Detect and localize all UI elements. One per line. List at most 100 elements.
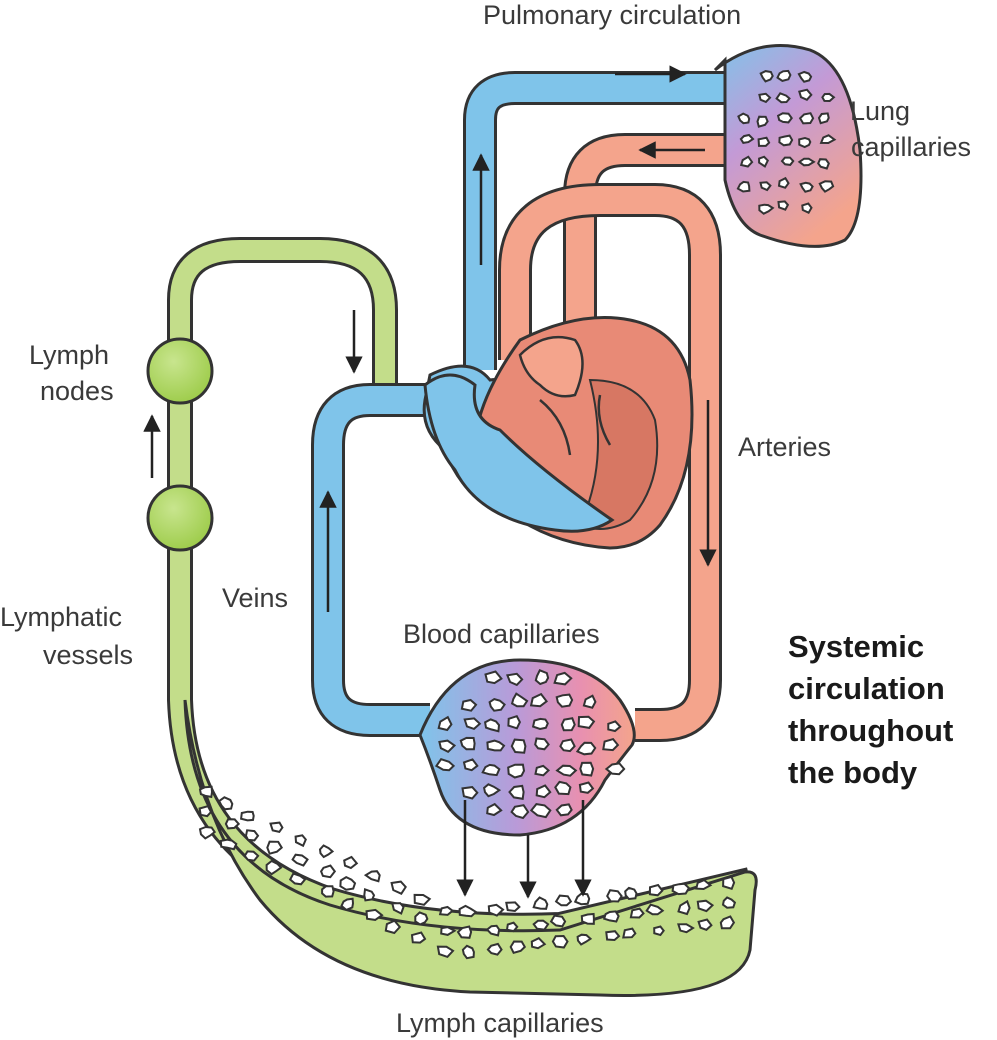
capillary-gap xyxy=(629,907,645,919)
capillary-gap xyxy=(737,112,751,125)
capillary-gap xyxy=(759,70,774,83)
heart-blue-chamber xyxy=(423,373,615,533)
capillary-gap xyxy=(291,853,309,867)
capillary-gap xyxy=(553,671,573,686)
capillary-gap xyxy=(758,92,772,104)
heart xyxy=(422,316,694,550)
capillary-gap xyxy=(463,717,482,731)
capillary-gap xyxy=(532,919,550,931)
capillary-gap xyxy=(529,803,552,819)
capillary-gap xyxy=(758,155,770,168)
capillary-gap xyxy=(645,903,665,916)
capillary-gap xyxy=(485,924,501,937)
capillary-gap xyxy=(413,893,432,906)
label-lymph-nodes-2: nodes xyxy=(40,376,114,406)
capillary-gap xyxy=(776,69,792,82)
capillary-gap xyxy=(777,176,790,189)
capillary-gap xyxy=(507,763,526,779)
capillary-gap xyxy=(534,737,550,751)
capillary-gap xyxy=(486,942,503,956)
capillary-gap xyxy=(384,919,402,935)
capillary-gap xyxy=(339,875,357,891)
capillary-gap xyxy=(505,901,521,913)
capillary-gap xyxy=(778,134,794,147)
capillary-gap xyxy=(580,912,595,925)
capillary-gap xyxy=(391,902,405,915)
capillary-gap xyxy=(817,158,830,170)
capillary-gap xyxy=(696,899,715,913)
label-systemic-2: circulation xyxy=(788,671,945,706)
capillary-gap xyxy=(758,203,775,215)
capillary-gap xyxy=(797,157,816,167)
capillary-gap xyxy=(243,850,260,862)
label-lymph-nodes-1: Lymph xyxy=(29,340,109,370)
capillary-gap xyxy=(505,921,519,933)
capillary-gap xyxy=(440,926,457,936)
capillary-gap xyxy=(554,894,573,907)
lymphatic-vessel-main xyxy=(167,380,753,939)
label-blood-capillaries: Blood capillaries xyxy=(403,619,600,649)
capillary-gap xyxy=(582,694,597,709)
flow-arrows xyxy=(143,65,717,899)
capillary-gap xyxy=(798,112,815,125)
capillary-gap xyxy=(555,803,573,817)
capillary-gap xyxy=(321,885,335,898)
capillary-gap xyxy=(607,720,622,733)
capillary-gap xyxy=(509,940,527,954)
capillary-gap xyxy=(697,918,713,931)
capillary-gap xyxy=(458,904,478,918)
capillary-gap xyxy=(798,88,813,102)
capillary-gap xyxy=(224,818,241,830)
blood-capillary-bed xyxy=(418,658,636,837)
capillary-gap xyxy=(410,931,427,944)
lung-capillary-mesh xyxy=(736,69,837,215)
capillary-gap xyxy=(318,844,335,859)
capillary-gap xyxy=(534,764,550,777)
capillary-gap xyxy=(818,180,835,193)
capillary-gap xyxy=(719,915,736,930)
label-systemic-1: Systemic xyxy=(788,629,924,664)
capillary-gap xyxy=(484,670,503,685)
capillary-gap xyxy=(319,864,337,879)
capillary-gap xyxy=(798,136,812,149)
capillary-gap xyxy=(532,896,549,910)
capillary-gap xyxy=(244,829,260,842)
label-lymphatic-vessels-2: vessels xyxy=(43,640,133,670)
capillary-gap xyxy=(799,181,814,193)
capillary-gap xyxy=(554,780,572,796)
capillary-gap xyxy=(531,717,549,731)
capillary-gap xyxy=(576,933,593,946)
capillary-gap xyxy=(559,738,576,753)
capillary-gap xyxy=(677,923,695,934)
capillary-gap xyxy=(602,737,620,752)
systemic-artery xyxy=(498,183,722,742)
capillary-gap xyxy=(534,669,550,686)
capillary-gap xyxy=(460,698,478,712)
capillary-gap xyxy=(759,181,772,192)
capillary-gap xyxy=(575,741,597,756)
capillary-gap xyxy=(510,738,527,754)
capillary-gap xyxy=(461,944,475,960)
capillary-gap xyxy=(438,905,455,916)
capillary-gap xyxy=(648,883,664,897)
capillary-gap xyxy=(265,859,283,876)
capillary-gap xyxy=(739,133,755,144)
capillary-gap xyxy=(551,934,569,949)
capillary-gap xyxy=(462,758,479,772)
capillary-gap xyxy=(622,927,637,939)
capillary-gap xyxy=(488,698,506,712)
capillary-gap xyxy=(606,889,623,903)
capillary-gap xyxy=(507,714,522,730)
label-veins: Veins xyxy=(222,583,288,613)
label-lymph-capillaries: Lymph capillaries xyxy=(396,1008,604,1038)
capillary-gap xyxy=(819,134,837,145)
capillary-gap xyxy=(821,92,836,103)
capillary-gap xyxy=(363,870,381,883)
capillary-gap xyxy=(780,156,795,166)
capillary-gap xyxy=(434,758,456,772)
lung-capillary-bed xyxy=(713,44,863,248)
capillary-gap xyxy=(695,878,713,891)
capillary-gap xyxy=(198,825,217,840)
capillary-gap xyxy=(555,764,578,777)
